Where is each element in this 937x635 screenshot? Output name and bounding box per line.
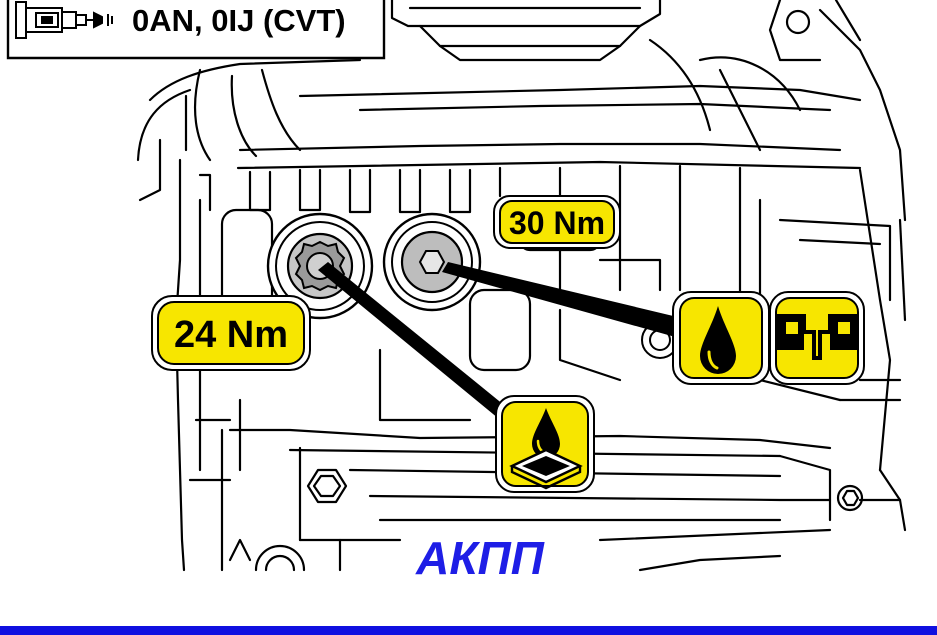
- torque-value-fill-plug: 30 Nm: [509, 205, 605, 241]
- bottom-bar: [0, 626, 937, 635]
- fill-plug: [382, 212, 482, 312]
- oil-drain-pan-icon: [495, 395, 595, 493]
- caption-akpp: АКПП: [415, 532, 545, 584]
- header-box: 0AN, 0IJ (CVT): [6, 0, 386, 60]
- transmission-cvt-icon: [15, 1, 113, 39]
- torque-label-fill-plug: 30 Nm: [493, 195, 621, 249]
- fill-plug-hex-socket: [418, 250, 446, 274]
- leader-drain-plug: [318, 262, 520, 428]
- oil-drop-fill-icon: [672, 291, 770, 385]
- torque-label-drain-plug: 24 Nm: [151, 295, 311, 371]
- engine-code-label: 0AN, 0IJ (CVT): [132, 3, 346, 38]
- transmission-housing: [136, 0, 907, 572]
- leader-lines: [318, 262, 690, 428]
- leader-fill-plug: [442, 262, 690, 340]
- seal-ring-replace-icon: [769, 291, 865, 385]
- torque-value-drain-plug: 24 Nm: [174, 314, 288, 356]
